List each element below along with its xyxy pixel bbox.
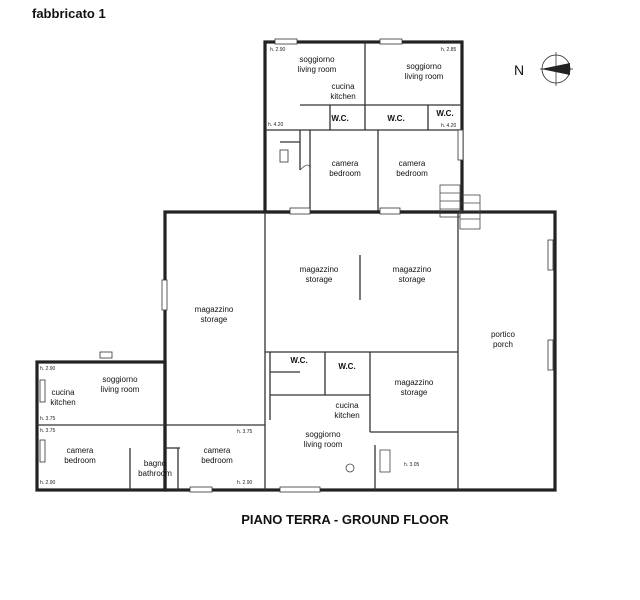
north-arrow-icon: N xyxy=(514,52,573,86)
room-wc: W.C. xyxy=(290,356,307,365)
room-name: cucina xyxy=(51,388,75,397)
room-name: bagno xyxy=(144,459,167,468)
room-name: soggiorno xyxy=(406,62,442,71)
room-name: cucina xyxy=(331,82,355,91)
room-soggiorno-top-right: soggiorno living room xyxy=(405,62,444,81)
room-name-en: bedroom xyxy=(329,169,361,178)
room-name-en: living room xyxy=(298,65,337,74)
room-name: magazzino xyxy=(395,378,434,387)
room-name-en: bedroom xyxy=(64,456,96,465)
room-cucina-top: cucina kitchen xyxy=(330,82,355,101)
room-camera-top-1: camera bedroom xyxy=(329,159,361,178)
room-name: portico xyxy=(491,330,516,339)
room-name-en: living room xyxy=(405,72,444,81)
room-name: camera xyxy=(332,159,359,168)
room-name-en: storage xyxy=(306,275,333,284)
room-camera-bottom: camera bedroom xyxy=(201,446,233,465)
room-name-en: living room xyxy=(101,385,140,394)
height-label: h. 2.90 xyxy=(270,47,286,53)
room-name-en: bedroom xyxy=(396,169,428,178)
room-camera-top-2: camera bedroom xyxy=(396,159,428,178)
room-cucina-left: cucina kitchen xyxy=(50,388,75,407)
room-name: magazzino xyxy=(195,305,234,314)
room-name-en: storage xyxy=(399,275,426,284)
room-name: camera xyxy=(67,446,94,455)
room-name: camera xyxy=(399,159,426,168)
room-magazzino-right: magazzino storage xyxy=(395,378,434,397)
room-wc: W.C. xyxy=(387,114,404,123)
height-label: h. 4.20 xyxy=(441,123,457,129)
height-label: h. 2.90 xyxy=(40,480,56,486)
height-label: h. 2.90 xyxy=(237,480,253,486)
room-cucina-mid: cucina kitchen xyxy=(334,401,359,420)
room-magazzino-center-2: magazzino storage xyxy=(393,265,432,284)
room-name-en: kitchen xyxy=(330,92,355,101)
height-label: h. 3.75 xyxy=(40,416,56,422)
walls xyxy=(35,38,557,493)
room-name-en: storage xyxy=(201,315,228,324)
room-camera-left: camera bedroom xyxy=(64,446,96,465)
height-label: h. 2.90 xyxy=(40,366,56,372)
room-name: cucina xyxy=(335,401,359,410)
room-magazzino-center-1: magazzino storage xyxy=(300,265,339,284)
floor-title: PIANO TERRA - GROUND FLOOR xyxy=(241,512,449,527)
room-name-en: porch xyxy=(493,340,513,349)
room-soggiorno-left: soggiorno living room xyxy=(101,375,140,394)
room-name: magazzino xyxy=(300,265,339,274)
room-name: camera xyxy=(204,446,231,455)
building-title: fabbricato 1 xyxy=(32,6,106,21)
room-portico: portico porch xyxy=(491,330,516,349)
height-label: h. 2.85 xyxy=(441,47,457,53)
room-name: soggiorno xyxy=(305,430,341,439)
room-name-en: storage xyxy=(401,388,428,397)
room-name-en: bathroom xyxy=(138,469,172,478)
room-magazzino-left: magazzino storage xyxy=(195,305,234,324)
room-name-en: kitchen xyxy=(334,411,359,420)
room-soggiorno-top-left: soggiorno living room xyxy=(298,55,337,74)
height-label: h. 4.20 xyxy=(268,122,284,128)
height-label: h. 3.75 xyxy=(40,428,56,434)
north-letter: N xyxy=(514,62,524,78)
room-name: soggiorno xyxy=(299,55,335,64)
height-label: h. 3.75 xyxy=(237,429,253,435)
room-soggiorno-mid: soggiorno living room xyxy=(304,430,343,449)
room-bagno: bagno bathroom xyxy=(138,459,172,478)
room-name-en: bedroom xyxy=(201,456,233,465)
room-wc: W.C. xyxy=(331,114,348,123)
room-name-en: living room xyxy=(304,440,343,449)
height-label: h. 3.05 xyxy=(404,462,420,468)
room-name-en: kitchen xyxy=(50,398,75,407)
room-name: magazzino xyxy=(393,265,432,274)
room-wc: W.C. xyxy=(436,109,453,118)
room-wc: W.C. xyxy=(338,362,355,371)
room-name: soggiorno xyxy=(102,375,138,384)
